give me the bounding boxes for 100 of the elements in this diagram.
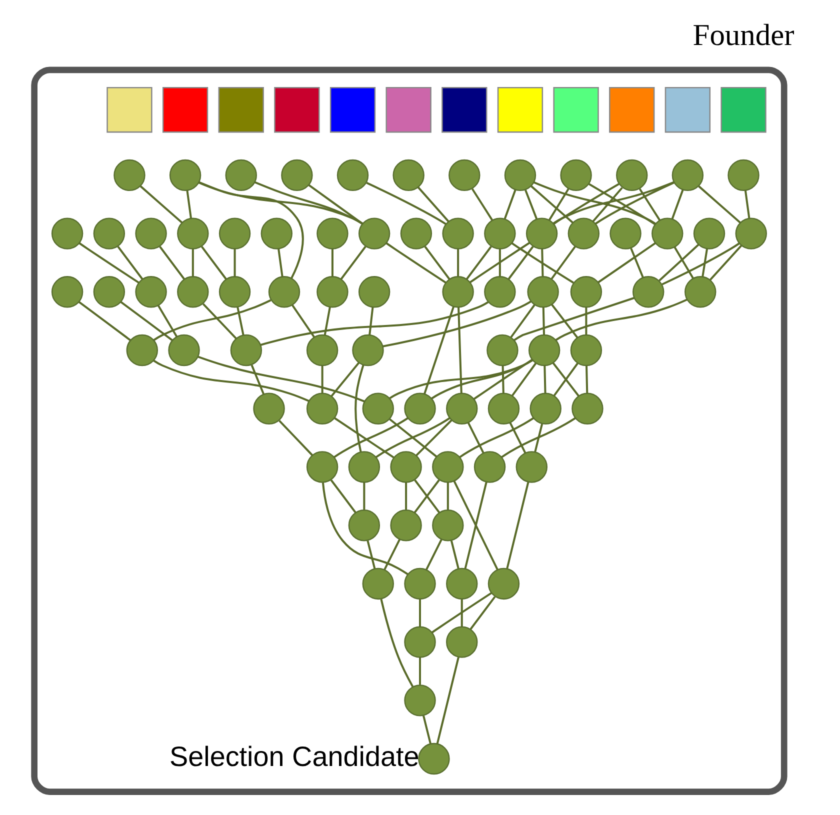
- node-box: [609, 86, 655, 132]
- node-circle: [504, 158, 536, 191]
- connector: [78, 242, 140, 284]
- connector: [514, 296, 634, 340]
- node-circle: [560, 158, 592, 191]
- connector: [467, 422, 484, 453]
- node-box: [330, 86, 376, 132]
- node-circle: [442, 217, 474, 249]
- connector: [153, 359, 310, 402]
- connector: [473, 358, 532, 400]
- node-circle: [114, 158, 146, 191]
- node-circle: [693, 217, 726, 249]
- connector: [260, 300, 489, 346]
- connector: [702, 248, 708, 276]
- node-box: [274, 86, 320, 132]
- connector: [140, 184, 183, 223]
- node-circle: [316, 217, 348, 249]
- connector: [459, 416, 534, 458]
- connector: [530, 184, 574, 223]
- connector: [469, 241, 530, 283]
- node-circle: [93, 276, 126, 308]
- node-circle: [474, 450, 506, 482]
- node-circle: [169, 158, 202, 191]
- connector: [416, 418, 452, 456]
- node-circle: [446, 626, 478, 658]
- node-circle: [390, 450, 422, 482]
- node-circle: [735, 217, 767, 249]
- node-circle: [348, 509, 380, 541]
- connector: [354, 364, 364, 452]
- connector: [250, 364, 265, 394]
- connector: [544, 365, 546, 393]
- node-circle: [268, 276, 300, 308]
- connector: [588, 182, 656, 225]
- connector: [598, 242, 656, 283]
- node-circle: [51, 217, 84, 249]
- node-circle: [446, 392, 478, 424]
- connector: [471, 188, 494, 220]
- connector: [366, 540, 376, 568]
- connector: [553, 182, 620, 224]
- node-circle: [572, 392, 604, 424]
- node-circle: [225, 158, 257, 191]
- node-circle: [672, 158, 704, 191]
- connector: [418, 598, 422, 626]
- node-box: [106, 86, 152, 132]
- connector: [698, 184, 741, 223]
- node-circle: [418, 742, 450, 774]
- node-circle: [362, 567, 394, 600]
- node-circle: [448, 158, 480, 191]
- node-circle: [446, 567, 478, 600]
- node-circle: [486, 334, 518, 366]
- connector: [552, 180, 674, 224]
- connector: [431, 592, 492, 633]
- connector: [120, 300, 173, 340]
- node-circle: [527, 276, 559, 308]
- node-circle: [135, 217, 167, 249]
- node-circle: [684, 276, 716, 308]
- connector: [501, 416, 576, 458]
- connector: [446, 482, 449, 510]
- node-circle: [528, 334, 560, 366]
- connector: [418, 656, 422, 684]
- connector: [594, 181, 674, 224]
- connector: [555, 298, 688, 340]
- connector: [431, 358, 533, 399]
- connector: [466, 246, 492, 280]
- connector: [389, 418, 438, 457]
- connector: [330, 362, 360, 396]
- node-circle: [568, 217, 600, 249]
- connector: [541, 248, 544, 276]
- node-circle: [218, 217, 251, 249]
- connector: [671, 189, 684, 219]
- connector: [236, 306, 244, 335]
- connector: [630, 247, 644, 278]
- node-circle: [392, 158, 424, 191]
- connector: [334, 416, 408, 458]
- node-circle: [570, 276, 602, 308]
- node-circle: [400, 217, 432, 249]
- node-circle: [728, 158, 760, 191]
- connector: [117, 246, 144, 280]
- node-circle: [260, 217, 292, 249]
- node-circle: [358, 217, 390, 249]
- node-box: [162, 86, 208, 132]
- node-circle: [93, 217, 126, 249]
- connector: [638, 188, 661, 220]
- connector: [502, 365, 504, 393]
- connector: [405, 482, 408, 510]
- connector: [426, 538, 442, 570]
- connector: [422, 715, 432, 744]
- node-circle: [336, 158, 369, 191]
- node-circle: [616, 158, 648, 191]
- label: Founder: [692, 17, 794, 52]
- connector: [504, 189, 516, 219]
- node-circle: [488, 392, 520, 424]
- connector: [511, 242, 574, 284]
- connector: [674, 246, 694, 278]
- connector: [436, 656, 460, 744]
- node-circle: [135, 276, 167, 308]
- node-circle: [253, 392, 285, 424]
- node-circle: [316, 276, 348, 308]
- connector: [368, 306, 374, 335]
- node-circle: [404, 392, 436, 424]
